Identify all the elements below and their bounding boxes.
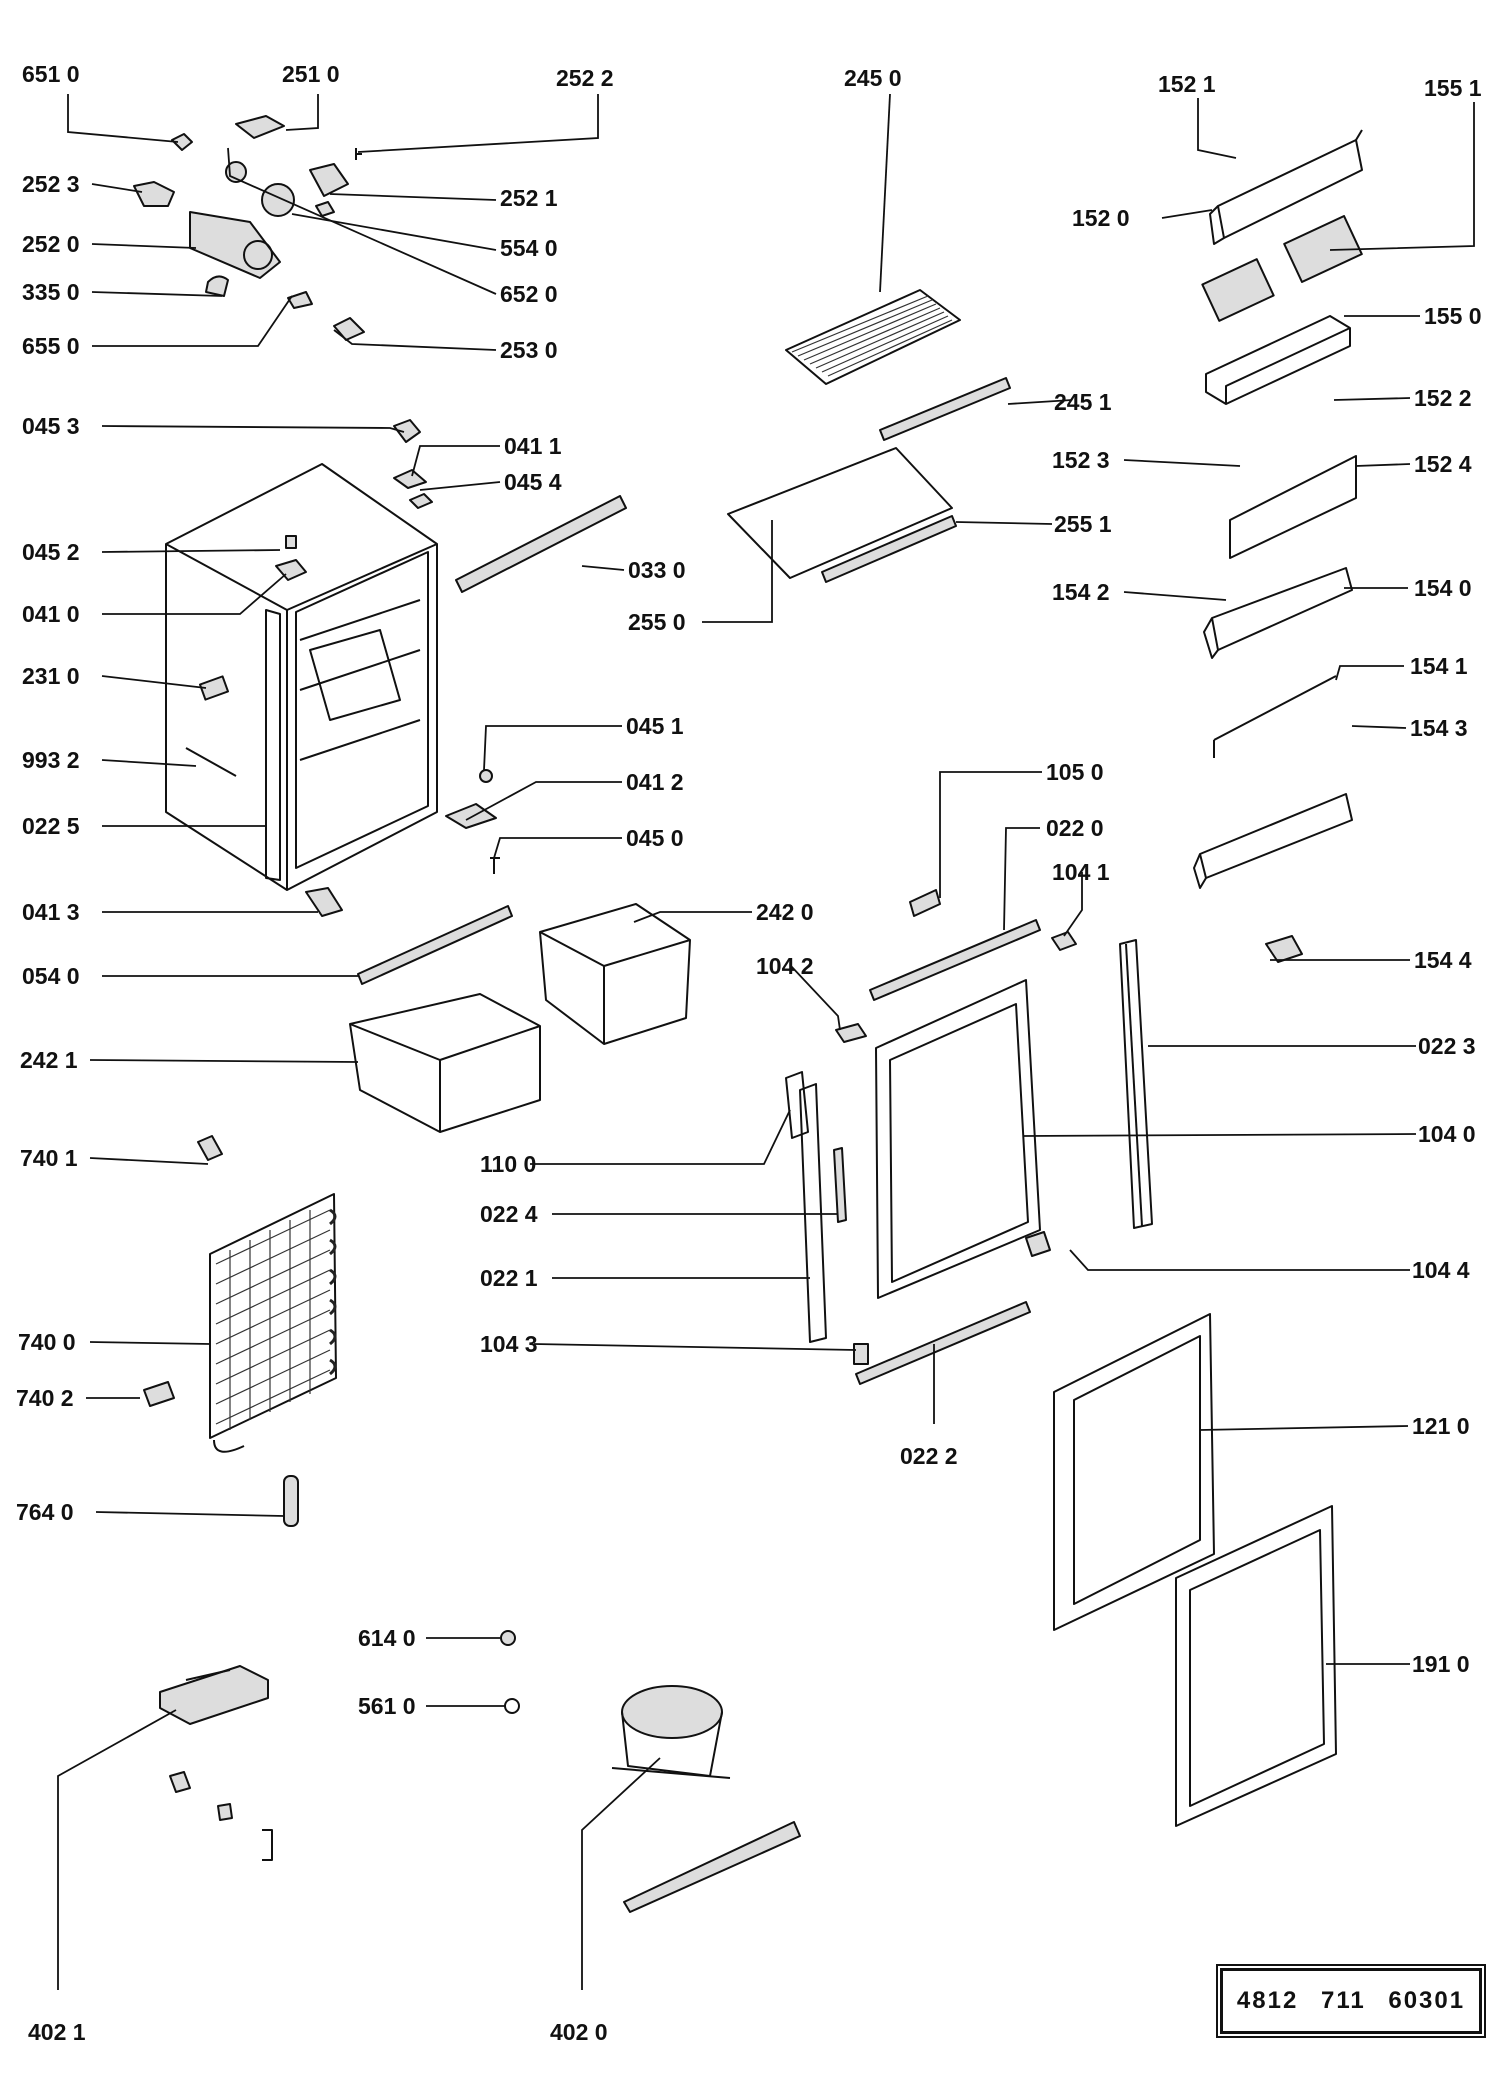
- label-104-2: 104 2: [756, 953, 814, 979]
- door-balconies: [1193, 129, 1363, 963]
- label-152-3: 152 3: [1052, 447, 1110, 473]
- label-252-2: 252 2: [556, 65, 614, 91]
- label-242-0: 242 0: [756, 899, 814, 925]
- label-255-0: 255 0: [628, 609, 686, 635]
- label-255-1: 255 1: [1054, 511, 1112, 537]
- label-740-0: 740 0: [18, 1329, 76, 1355]
- label-110-0: 110 0: [480, 1151, 536, 1177]
- shelves: [727, 289, 1011, 583]
- label-033-0: 033 0: [628, 557, 686, 583]
- label-155-0: 155 0: [1424, 303, 1482, 329]
- label-041-0: 041 0: [22, 601, 80, 627]
- label-045-3: 045 3: [22, 413, 80, 439]
- label-022-3: 022 3: [1418, 1033, 1476, 1059]
- part-number-labels: 651 0 251 0 252 2 245 0 152 1 155 1 252 …: [16, 61, 1482, 2045]
- label-121-0: 121 0: [1412, 1413, 1470, 1439]
- label-402-1: 402 1: [28, 2019, 86, 2045]
- label-041-1: 041 1: [504, 433, 562, 459]
- inner-door-panels: [1053, 1313, 1337, 1827]
- label-041-2: 041 2: [626, 769, 684, 795]
- label-253-0: 253 0: [500, 337, 558, 363]
- label-041-3: 041 3: [22, 899, 80, 925]
- label-231-0: 231 0: [22, 663, 80, 689]
- label-152-2: 152 2: [1414, 385, 1472, 411]
- label-022-0: 022 0: [1046, 815, 1104, 841]
- label-335-0: 335 0: [22, 279, 80, 305]
- label-022-4: 022 4: [480, 1201, 538, 1227]
- label-740-2: 740 2: [16, 1385, 74, 1411]
- part-drawings: [133, 115, 1363, 1913]
- label-104-3: 104 3: [480, 1331, 538, 1357]
- label-245-0: 245 0: [844, 65, 902, 91]
- label-252-3: 252 3: [22, 171, 80, 197]
- label-252-0: 252 0: [22, 231, 80, 257]
- label-105-0: 105 0: [1046, 759, 1104, 785]
- label-993-2: 993 2: [22, 747, 80, 773]
- cabinet-hardware: [275, 419, 627, 985]
- label-045-2: 045 2: [22, 539, 80, 565]
- label-251-0: 251 0: [282, 61, 340, 87]
- label-245-1: 245 1: [1054, 389, 1112, 415]
- label-045-0: 045 0: [626, 825, 684, 851]
- leader-lines: [57, 93, 1475, 1990]
- label-651-0: 651 0: [22, 61, 80, 87]
- label-402-0: 402 0: [550, 2019, 608, 2045]
- label-561-0: 561 0: [358, 1693, 416, 1719]
- label-155-1: 155 1: [1424, 75, 1482, 101]
- label-154-2: 154 2: [1052, 579, 1110, 605]
- label-154-1: 154 1: [1410, 653, 1468, 679]
- label-242-1: 242 1: [20, 1047, 78, 1073]
- label-740-1: 740 1: [20, 1145, 78, 1171]
- label-104-4: 104 4: [1412, 1257, 1470, 1283]
- door-assembly: [785, 889, 1153, 1385]
- label-614-0: 614 0: [358, 1625, 416, 1651]
- document-number: 4812 711 60301: [1220, 1968, 1482, 2034]
- label-022-5: 022 5: [22, 813, 80, 839]
- label-554-0: 554 0: [500, 235, 558, 261]
- label-022-2: 022 2: [900, 1443, 958, 1469]
- label-104-1: 104 1: [1052, 859, 1110, 885]
- label-154-3: 154 3: [1410, 715, 1468, 741]
- label-152-1: 152 1: [1158, 71, 1216, 97]
- label-022-1: 022 1: [480, 1265, 538, 1291]
- label-045-4: 045 4: [504, 469, 562, 495]
- label-152-4: 152 4: [1414, 451, 1472, 477]
- label-045-1: 045 1: [626, 713, 684, 739]
- label-652-0: 652 0: [500, 281, 558, 307]
- label-054-0: 054 0: [22, 963, 80, 989]
- label-154-0: 154 0: [1414, 575, 1472, 601]
- condenser-coil: [143, 1135, 337, 1527]
- thermostat-assembly: [133, 115, 365, 341]
- compressor-unit: [159, 1630, 801, 1913]
- label-154-4: 154 4: [1414, 947, 1472, 973]
- label-152-0: 152 0: [1072, 205, 1130, 231]
- label-252-1: 252 1: [500, 185, 558, 211]
- label-104-0: 104 0: [1418, 1121, 1476, 1147]
- label-191-0: 191 0: [1412, 1651, 1470, 1677]
- cabinet-body: [165, 463, 438, 891]
- label-655-0: 655 0: [22, 333, 80, 359]
- crisper-drawers: [349, 903, 691, 1133]
- label-764-0: 764 0: [16, 1499, 74, 1525]
